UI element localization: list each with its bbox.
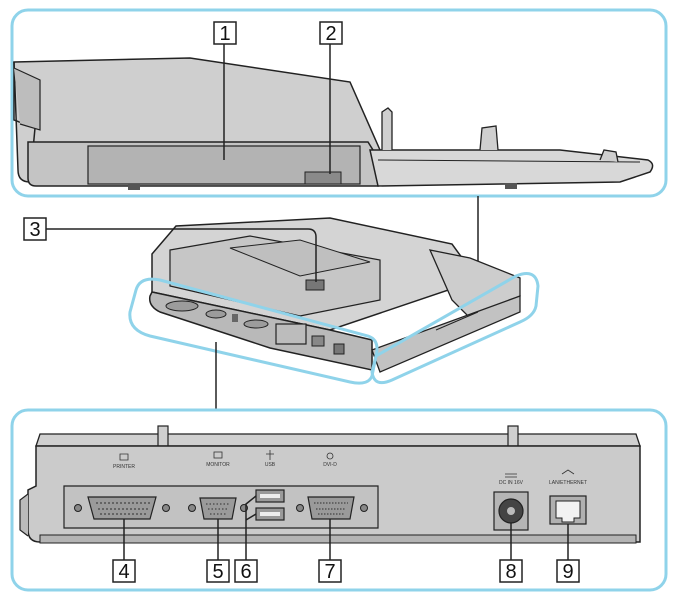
dc-in-port-label: DC IN 16V: [499, 480, 524, 486]
callout-9: 9: [556, 524, 580, 583]
svg-text:7: 7: [324, 561, 335, 583]
callout-5: 5: [206, 519, 230, 583]
monitor-port: MONITOR: [188, 451, 248, 520]
callout-1: 1: [213, 21, 237, 160]
svg-text:1: 1: [219, 23, 230, 45]
callout-2: 2: [319, 21, 343, 174]
callout-6: 6: [234, 495, 258, 583]
svg-text:3: 3: [29, 219, 40, 241]
lan-port-label: LAN/ETHERNET: [549, 480, 587, 486]
printer-port: PRINTER: [74, 453, 170, 520]
monitor-port-label: MONITOR: [206, 462, 230, 468]
svg-text:9: 9: [562, 561, 573, 583]
usb-ports: USB: [255, 450, 285, 521]
lan-port: LAN/ETHERNET: [549, 469, 587, 525]
dc-in-port: DC IN 16V: [493, 473, 529, 531]
top-view-device: [13, 57, 654, 190]
dvi-port-label: DVI-D: [323, 462, 337, 468]
svg-text:2: 2: [325, 23, 336, 45]
callout-8: 8: [499, 523, 523, 583]
iso-port-highlight-right: [370, 272, 540, 385]
callout-7: 7: [318, 519, 342, 583]
svg-text:4: 4: [118, 561, 129, 583]
callout-3: 3: [23, 217, 317, 282]
usb-port-label: USB: [265, 462, 276, 468]
svg-text:8: 8: [505, 561, 516, 583]
callout-4: 4: [112, 519, 136, 583]
svg-text:6: 6: [240, 561, 251, 583]
svg-text:5: 5: [212, 561, 223, 583]
printer-port-label: PRINTER: [113, 464, 135, 470]
dvi-port: DVI-D: [296, 452, 368, 520]
